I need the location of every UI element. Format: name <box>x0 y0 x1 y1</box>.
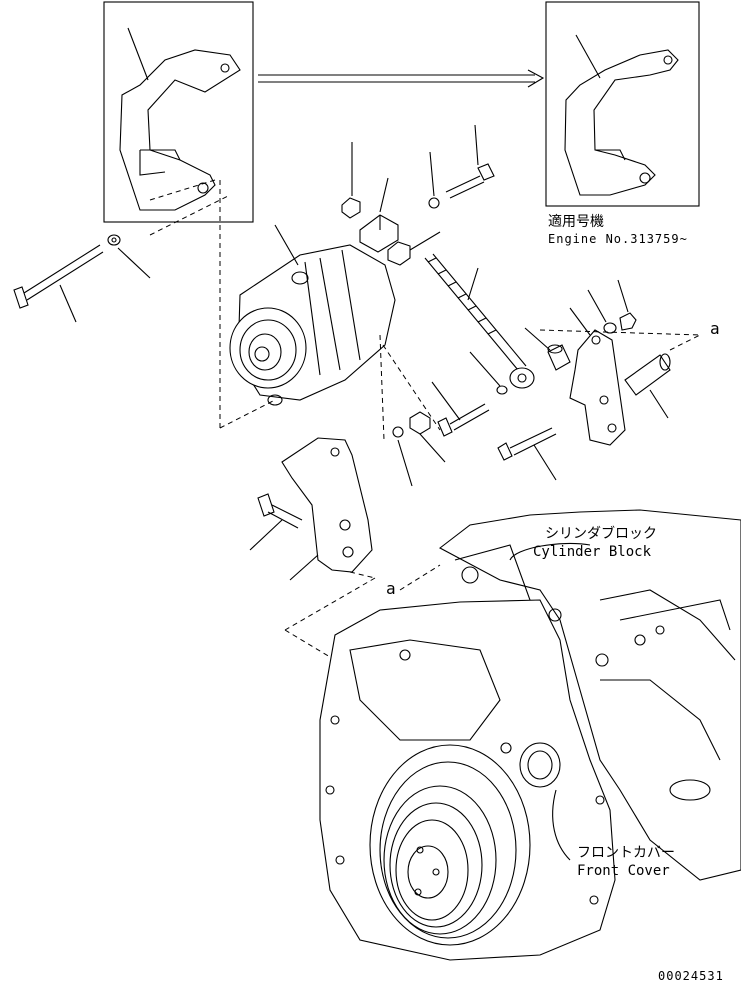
nut-middle <box>409 411 446 463</box>
figure-id: 00024531 <box>658 969 724 983</box>
nut-small <box>341 142 361 219</box>
leader-cylinder-block <box>509 542 591 561</box>
nut-plate <box>617 279 637 331</box>
washer-plate <box>587 289 617 334</box>
inset-new-bracket <box>545 1 700 207</box>
bolt-middle <box>431 381 490 437</box>
front-cover-label-jp: フロントカバー <box>577 845 675 861</box>
connection-label-a-top: a <box>710 319 720 338</box>
front-cover-label-en: Front Cover <box>577 863 670 879</box>
hex-nut <box>387 231 441 266</box>
transition-arrow <box>258 69 545 88</box>
mount-bracket <box>281 437 373 581</box>
cylinder-block-label-en: Cylinder Block <box>533 544 652 560</box>
applicability-label-jp: 適用号機 <box>548 213 604 230</box>
washer-top <box>428 151 440 209</box>
square-nut <box>359 177 399 253</box>
washer-left <box>107 234 151 279</box>
long-bolt <box>13 244 104 323</box>
flange-bolt <box>249 493 303 551</box>
washer-bar <box>469 351 508 395</box>
applicability-label-en: Engine No.313759~ <box>548 232 688 246</box>
alternator <box>229 224 396 406</box>
plate-bracket <box>569 307 626 446</box>
connection-label-a-bottom: a <box>386 579 396 598</box>
cylinder-block-label-jp: シリンダブロック <box>545 525 657 542</box>
bolt-top <box>445 124 495 199</box>
crank-pulley <box>369 744 531 946</box>
adjusting-bar <box>424 253 535 389</box>
bolt-lower <box>497 427 557 481</box>
spacer <box>524 327 571 371</box>
inset-old-bracket <box>103 1 254 223</box>
stud <box>624 334 701 419</box>
leader-front-cover <box>552 789 571 861</box>
washer-middle <box>392 426 413 487</box>
